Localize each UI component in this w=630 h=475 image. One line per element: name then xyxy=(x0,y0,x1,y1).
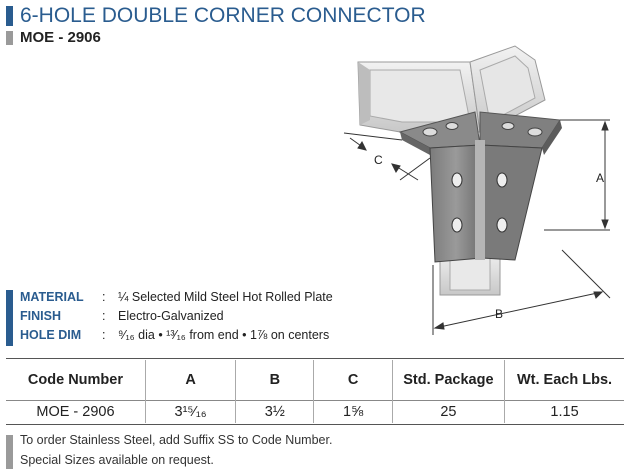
dimension-a-label: A xyxy=(596,171,604,185)
title-accent-bar xyxy=(6,6,13,26)
table-cell: MOE - 2906 xyxy=(36,404,115,420)
spec-colon: : xyxy=(102,309,106,323)
note-special-sizes: Special Sizes available on request. xyxy=(20,453,214,467)
spec-value: ¼ Selected Mild Steel Hot Rolled Plate xyxy=(118,290,333,304)
dimension-b-label: B xyxy=(495,307,503,321)
spec-material: MATERIAL: ¼ Selected Mild Steel Hot Rolle… xyxy=(20,290,333,304)
table-cell: 1⅝ xyxy=(313,400,393,423)
note-stainless: To order Stainless Steel, add Suffix SS … xyxy=(20,433,333,447)
spec-hole-dim: HOLE DIM: ⁹⁄₁₆ dia • ¹³⁄₁₆ from end • 1⅞ … xyxy=(20,328,329,342)
connector-plates xyxy=(429,140,543,263)
table-bottom-rule xyxy=(6,424,624,425)
col-header: B xyxy=(235,360,314,401)
product-code: MOE - 2906 xyxy=(20,29,101,46)
col-header: Wt. Each Lbs. xyxy=(504,360,624,401)
spec-label: HOLE DIM xyxy=(20,328,82,342)
spec-finish: FINISH: Electro-Galvanized xyxy=(20,309,224,323)
table-cell: 3¹⁵⁄₁₆ xyxy=(144,400,236,423)
subtitle-accent-bar xyxy=(6,31,13,45)
table-cell: 3½ xyxy=(235,400,314,423)
spec-label: FINISH xyxy=(20,309,61,323)
dimension-c-label: C xyxy=(374,153,383,167)
col-header: C xyxy=(313,360,393,401)
spec-label: MATERIAL xyxy=(20,290,84,304)
spec-value: ⁹⁄₁₆ dia • ¹³⁄₁₆ from end • 1⅞ on center… xyxy=(118,328,330,342)
col-header: A xyxy=(144,360,236,401)
spec-value: Electro-Galvanized xyxy=(118,309,224,323)
table-header-row: Code Number A B C Std. Package Wt. Each … xyxy=(6,360,624,401)
col-header: Std. Package xyxy=(391,360,505,401)
specs-accent-bar xyxy=(6,290,13,346)
dimension-a xyxy=(544,119,610,231)
left-channel xyxy=(357,61,481,133)
col-header: Code Number xyxy=(27,371,123,388)
table-cell: 25 xyxy=(391,400,505,423)
spec-colon: : xyxy=(102,328,106,342)
product-title: 6-HOLE DOUBLE CORNER CONNECTOR xyxy=(20,4,426,27)
table-top-rule xyxy=(6,358,624,359)
table-cell: 1.15 xyxy=(504,400,624,423)
dimension-b xyxy=(432,249,611,335)
connector-illustration: A B C xyxy=(343,45,611,335)
table-row: MOE - 2906 3¹⁵⁄₁₆ 3½ 1⅝ 25 1.15 xyxy=(6,400,624,423)
right-channel xyxy=(469,45,546,133)
spec-colon: : xyxy=(102,290,106,304)
dimension-c xyxy=(343,132,431,181)
notes-accent-bar xyxy=(6,435,13,469)
spec-table: Code Number A B C Std. Package Wt. Each … xyxy=(6,360,624,423)
